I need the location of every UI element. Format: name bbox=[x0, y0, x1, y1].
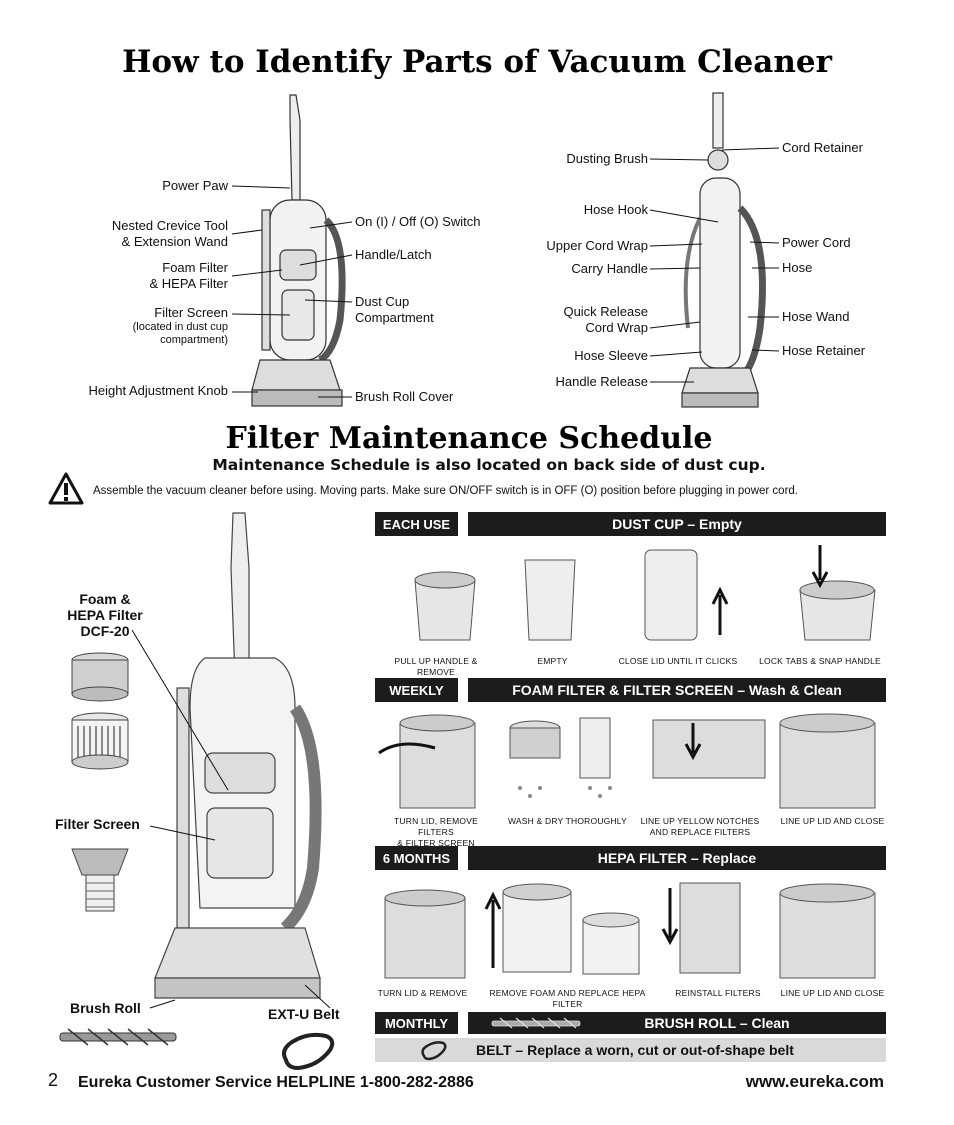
label-filter-screen: Filter Screen (located in dust cup compa… bbox=[133, 305, 228, 347]
label-upper-cord-wrap: Upper Cord Wrap bbox=[546, 238, 648, 253]
vacuum-exploded-illustration bbox=[154, 512, 322, 999]
label-quick-release-text: Quick Release Cord Wrap bbox=[563, 304, 648, 335]
label-brush-roll-diagram: Brush Roll bbox=[70, 1000, 141, 1016]
label-foam-hepa-text: Foam Filter & HEPA Filter bbox=[149, 260, 228, 291]
hepa-filter-icon bbox=[71, 712, 129, 770]
step-wash-dry: WASH & DRY THOROUGHLY bbox=[508, 816, 627, 826]
step-line-up-lid-row2: LINE UP LID AND CLOSE bbox=[780, 816, 885, 826]
warning-text: Assemble the vacuum cleaner before using… bbox=[93, 485, 798, 497]
brush-roll-small-icon bbox=[491, 1017, 581, 1029]
step-turn-lid-remove-filters: TURN LID, REMOVE FILTERS & FILTER SCREEN bbox=[375, 816, 497, 849]
foam-filter-icon bbox=[71, 652, 129, 702]
belt-icon bbox=[282, 1032, 335, 1071]
belt-note-band bbox=[375, 1038, 886, 1062]
step-line-up-notches: LINE UP YELLOW NOTCHES AND REPLACE FILTE… bbox=[630, 816, 770, 838]
label-dust-cup-compartment: Dust Cup Compartment bbox=[355, 294, 434, 326]
label-handle-release: Handle Release bbox=[555, 374, 648, 389]
belt-note: BELT – Replace a worn, cut or out-of-sha… bbox=[476, 1042, 794, 1058]
step-turn-lid-remove-filters-text: TURN LID, REMOVE FILTERS & FILTER SCREEN bbox=[394, 816, 478, 848]
step-turn-lid-remove: TURN LID & REMOVE bbox=[377, 988, 468, 998]
label-filter-screen-text: Filter Screen bbox=[154, 305, 228, 320]
label-handle-latch: Handle/Latch bbox=[355, 247, 432, 262]
label-carry-handle: Carry Handle bbox=[571, 261, 648, 276]
frequency-6-months: 6 MONTHS bbox=[375, 846, 458, 870]
website-link[interactable]: www.eureka.com bbox=[745, 1072, 884, 1091]
page-title: How to Identify Parts of Vacuum Cleaner bbox=[122, 44, 832, 80]
step-lock-tabs: LOCK TABS & SNAP HANDLE bbox=[759, 656, 881, 666]
label-hose: Hose bbox=[782, 260, 813, 275]
label-power-paw: Power Paw bbox=[162, 178, 228, 193]
vacuum-front-illustration bbox=[251, 94, 346, 407]
label-dust-cup-text: Dust Cup Compartment bbox=[355, 294, 434, 325]
label-foam-hepa-dcf20-text: Foam & HEPA Filter DCF-20 bbox=[67, 591, 143, 639]
frequency-weekly: WEEKLY bbox=[375, 678, 458, 702]
label-on-off-switch: On (I) / Off (O) Switch bbox=[355, 214, 481, 229]
frequency-each-use: EACH USE bbox=[375, 512, 458, 536]
label-brush-roll-cover: Brush Roll Cover bbox=[355, 389, 454, 404]
frequency-monthly: MONTHLY bbox=[375, 1012, 458, 1034]
step-line-up-notches-text: LINE UP YELLOW NOTCHES AND REPLACE FILTE… bbox=[640, 816, 760, 837]
task-foam-filter: FOAM FILTER & FILTER SCREEN – Wash & Cle… bbox=[468, 678, 886, 702]
label-filter-screen-note: (located in dust cup compartment) bbox=[132, 321, 228, 346]
leader-lines-right bbox=[649, 147, 780, 383]
task-hepa-filter: HEPA FILTER – Replace bbox=[468, 846, 886, 870]
task-dust-cup: DUST CUP – Empty bbox=[468, 512, 886, 536]
filter-screen-icon bbox=[71, 848, 129, 912]
step-illustrations-row3 bbox=[384, 882, 876, 979]
label-power-cord: Power Cord bbox=[782, 235, 851, 250]
step-close-lid: CLOSE LID UNTIL IT CLICKS bbox=[618, 656, 738, 666]
step-line-up-lid-row3: LINE UP LID AND CLOSE bbox=[780, 988, 885, 998]
task-brush-roll: BRUSH ROLL – Clean bbox=[468, 1012, 886, 1034]
task-brush-roll-text: BRUSH ROLL – Clean bbox=[644, 1015, 790, 1031]
schedule-subtitle: Maintenance Schedule is also located on … bbox=[212, 456, 766, 474]
step-illustrations-row2 bbox=[378, 713, 876, 809]
page-number: 2 bbox=[48, 1070, 59, 1090]
step-replace-hepa: REMOVE FOAM AND REPLACE HEPA FILTER bbox=[489, 988, 646, 1009]
label-foam-hepa-dcf20: Foam & HEPA Filter DCF-20 bbox=[40, 591, 170, 639]
label-hose-sleeve: Hose Sleeve bbox=[574, 348, 648, 363]
label-dusting-brush: Dusting Brush bbox=[566, 151, 648, 166]
step-pull-up-handle: PULL UP HANDLE & REMOVE bbox=[394, 656, 478, 677]
label-hose-wand: Hose Wand bbox=[782, 309, 850, 324]
helpline: Eureka Customer Service HELPLINE 1-800-2… bbox=[78, 1074, 474, 1091]
leader-lines-left bbox=[231, 185, 353, 398]
label-crevice-tool: Nested Crevice Tool & Extension Wand bbox=[112, 218, 228, 250]
step-illustrations-row1 bbox=[414, 545, 876, 641]
step-reinstall-filters: REINSTALL FILTERS bbox=[675, 988, 761, 998]
step-empty: EMPTY bbox=[537, 656, 568, 666]
label-quick-release: Quick Release Cord Wrap bbox=[563, 304, 648, 336]
brush-roll-icon bbox=[59, 1028, 177, 1046]
warning-icon bbox=[48, 472, 84, 505]
label-cord-retainer: Cord Retainer bbox=[782, 140, 863, 155]
schedule-title: Filter Maintenance Schedule bbox=[225, 421, 713, 456]
label-height-knob: Height Adjustment Knob bbox=[88, 383, 228, 398]
label-foam-hepa: Foam Filter & HEPA Filter bbox=[149, 260, 228, 292]
label-hose-hook: Hose Hook bbox=[583, 202, 648, 217]
label-hose-retainer: Hose Retainer bbox=[782, 343, 866, 358]
label-ext-u-belt: EXT-U Belt bbox=[268, 1006, 340, 1022]
label-filter-screen-diagram: Filter Screen bbox=[55, 816, 140, 832]
belt-small-icon bbox=[421, 1041, 447, 1061]
vacuum-rear-illustration bbox=[681, 92, 766, 408]
label-crevice-tool-text: Nested Crevice Tool & Extension Wand bbox=[111, 218, 228, 249]
